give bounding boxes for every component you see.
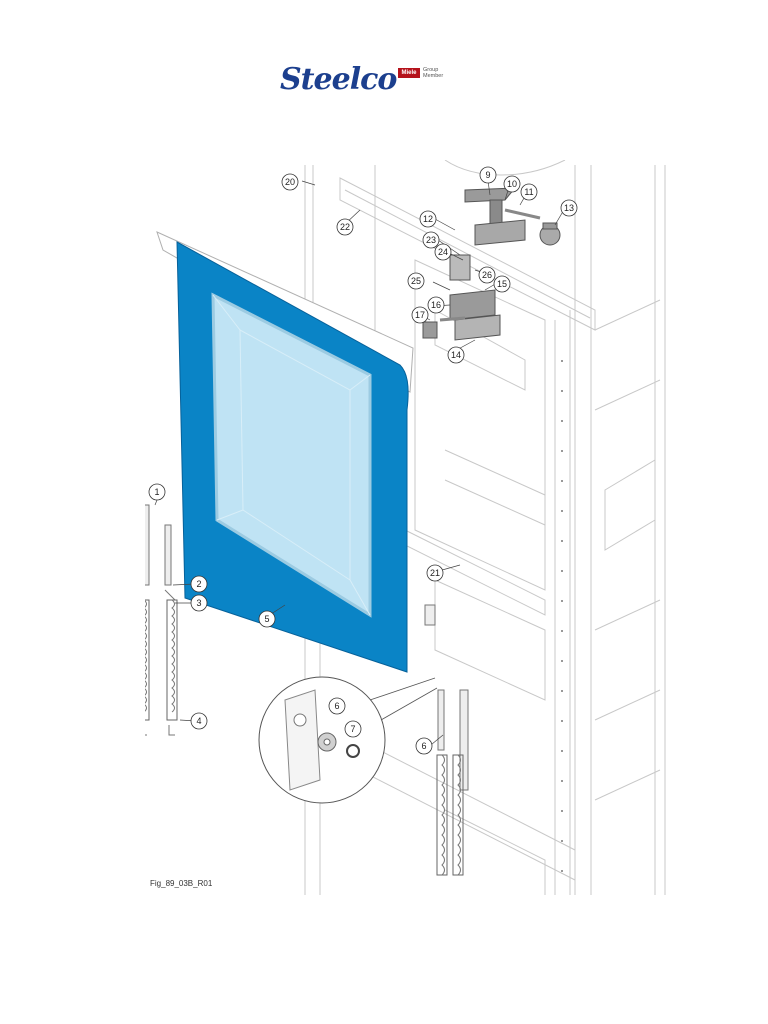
svg-text:5: 5 [264, 614, 269, 624]
svg-text:6: 6 [334, 701, 339, 711]
callout-20: 20 [281, 173, 299, 191]
callout-4: 4 [190, 712, 208, 730]
svg-text:12: 12 [423, 214, 433, 224]
callout-21: 21 [426, 564, 444, 582]
figure-label: Fig_89_03B_R01 [150, 879, 213, 888]
callout-11: 11 [520, 183, 538, 201]
partner-text-line2: Member [423, 73, 444, 79]
callout-5: 5 [258, 610, 276, 628]
svg-text:10: 10 [507, 179, 517, 189]
callout-23: 23 [422, 231, 440, 249]
svg-text:17: 17 [415, 310, 425, 320]
svg-text:3: 3 [196, 598, 201, 608]
right-spring-assembly [424, 604, 469, 876]
callout-22: 22 [336, 218, 354, 236]
lock-mechanism [422, 187, 561, 341]
svg-text:1: 1 [154, 487, 159, 497]
callout-26: 26 [478, 266, 496, 284]
svg-text:21: 21 [430, 568, 440, 578]
svg-text:16: 16 [431, 300, 441, 310]
svg-text:14: 14 [451, 350, 461, 360]
svg-text:23: 23 [426, 235, 436, 245]
callout-17: 17 [411, 306, 429, 324]
partner-text-line1: Group [423, 67, 439, 73]
svg-text:15: 15 [497, 279, 507, 289]
partner-text: Group Member [423, 67, 463, 79]
svg-text:4: 4 [196, 716, 201, 726]
callout-6-detail: 6 [328, 697, 346, 715]
callout-25: 25 [407, 272, 425, 290]
exploded-parts-diagram: 20 22 9 10 11 13 12 23 24 25 26 15 16 17… [145, 160, 666, 895]
svg-text:24: 24 [438, 247, 448, 257]
callout-7: 7 [344, 720, 362, 738]
brand-name: Steelco [280, 62, 397, 97]
callout-16: 16 [427, 296, 445, 314]
svg-text:20: 20 [285, 177, 295, 187]
hinge-detail-magnifier [258, 676, 438, 804]
callout-markers: 20 22 9 10 11 13 12 23 24 25 26 15 16 17… [148, 166, 578, 755]
svg-text:6: 6 [421, 741, 426, 751]
callout-6: 6 [415, 737, 433, 755]
callout-13: 13 [560, 199, 578, 217]
callout-10: 10 [503, 175, 521, 193]
svg-text:13: 13 [564, 203, 574, 213]
callout-24: 24 [434, 243, 452, 261]
machine-frame-lines [304, 160, 666, 895]
svg-text:2: 2 [196, 579, 201, 589]
callout-2: 2 [190, 575, 208, 593]
steelco-logo: Steelco Miele Group Member [280, 62, 460, 102]
left-spring-assembly [145, 504, 178, 736]
svg-text:9: 9 [485, 170, 490, 180]
svg-text:25: 25 [411, 276, 421, 286]
partner-badge: Miele [398, 68, 420, 78]
callout-15: 15 [493, 275, 511, 293]
door-assembly [156, 231, 414, 673]
svg-text:22: 22 [340, 222, 350, 232]
svg-text:7: 7 [350, 724, 355, 734]
callout-9: 9 [479, 166, 497, 184]
callout-3: 3 [190, 594, 208, 612]
callout-14: 14 [447, 346, 465, 364]
callout-1: 1 [148, 483, 166, 501]
svg-text:11: 11 [524, 187, 533, 197]
svg-text:26: 26 [482, 270, 492, 280]
callout-12: 12 [419, 210, 437, 228]
